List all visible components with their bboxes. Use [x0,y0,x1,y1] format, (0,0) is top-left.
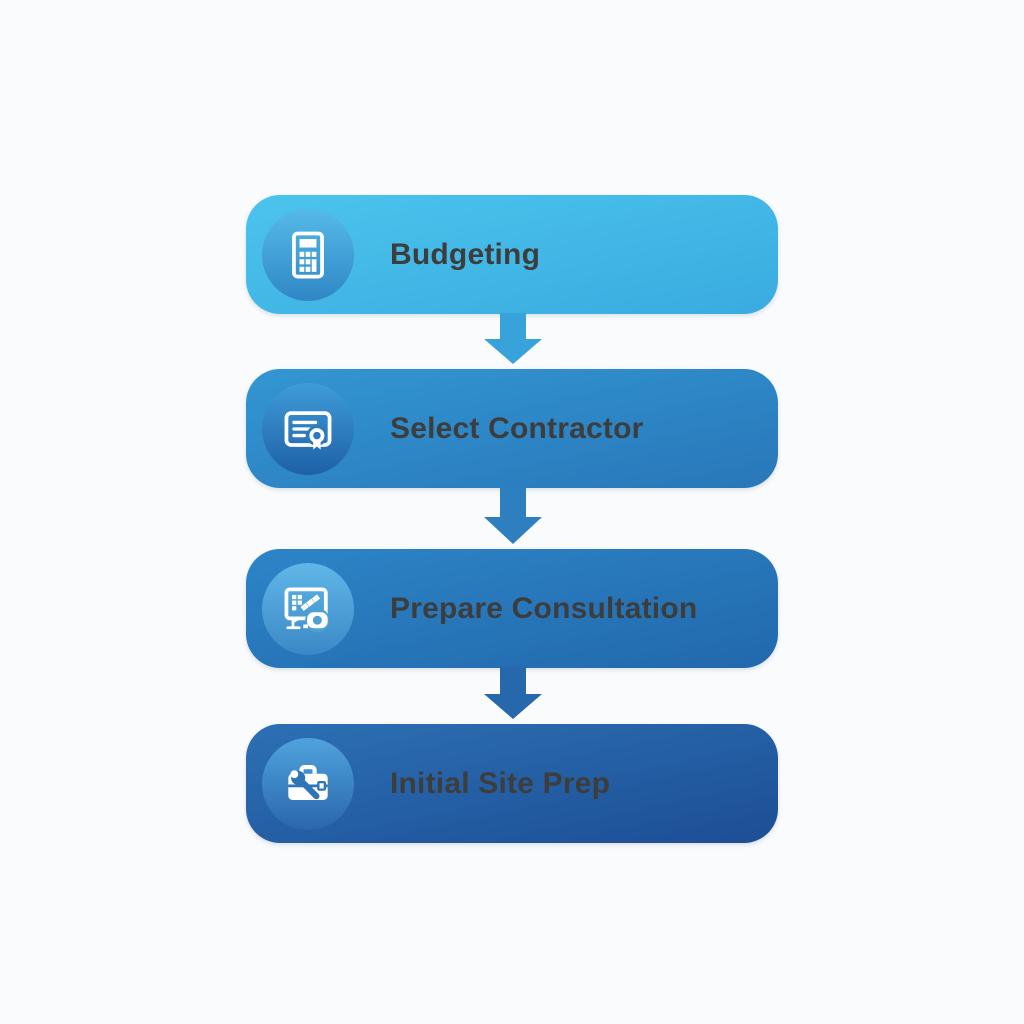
step-label: Budgeting [390,237,541,271]
calculator-icon [292,231,324,278]
step-initial-site-prep[interactable]: Initial Site Prep [246,724,778,843]
step-icon-badge [262,208,354,301]
toolbox-wrench-icon [288,764,328,800]
step-icon-badge [262,382,354,475]
step-prepare-consultation[interactable]: Prepare Consultation [246,549,778,668]
tile-plan-measure-icon [284,586,330,632]
down-arrow-icon [481,487,545,549]
step-icon-badge [262,737,354,830]
step-icon-badge [262,562,354,655]
step-select-contractor[interactable]: Select Contractor [246,369,778,488]
step-label: Prepare Consultation [390,591,698,625]
down-arrow-icon [481,667,545,724]
certificate-icon [284,410,332,450]
step-budgeting[interactable]: Budgeting [246,195,778,314]
step-label: Initial Site Prep [390,766,611,800]
step-label: Select Contractor [390,411,644,445]
down-arrow-icon [481,313,545,369]
